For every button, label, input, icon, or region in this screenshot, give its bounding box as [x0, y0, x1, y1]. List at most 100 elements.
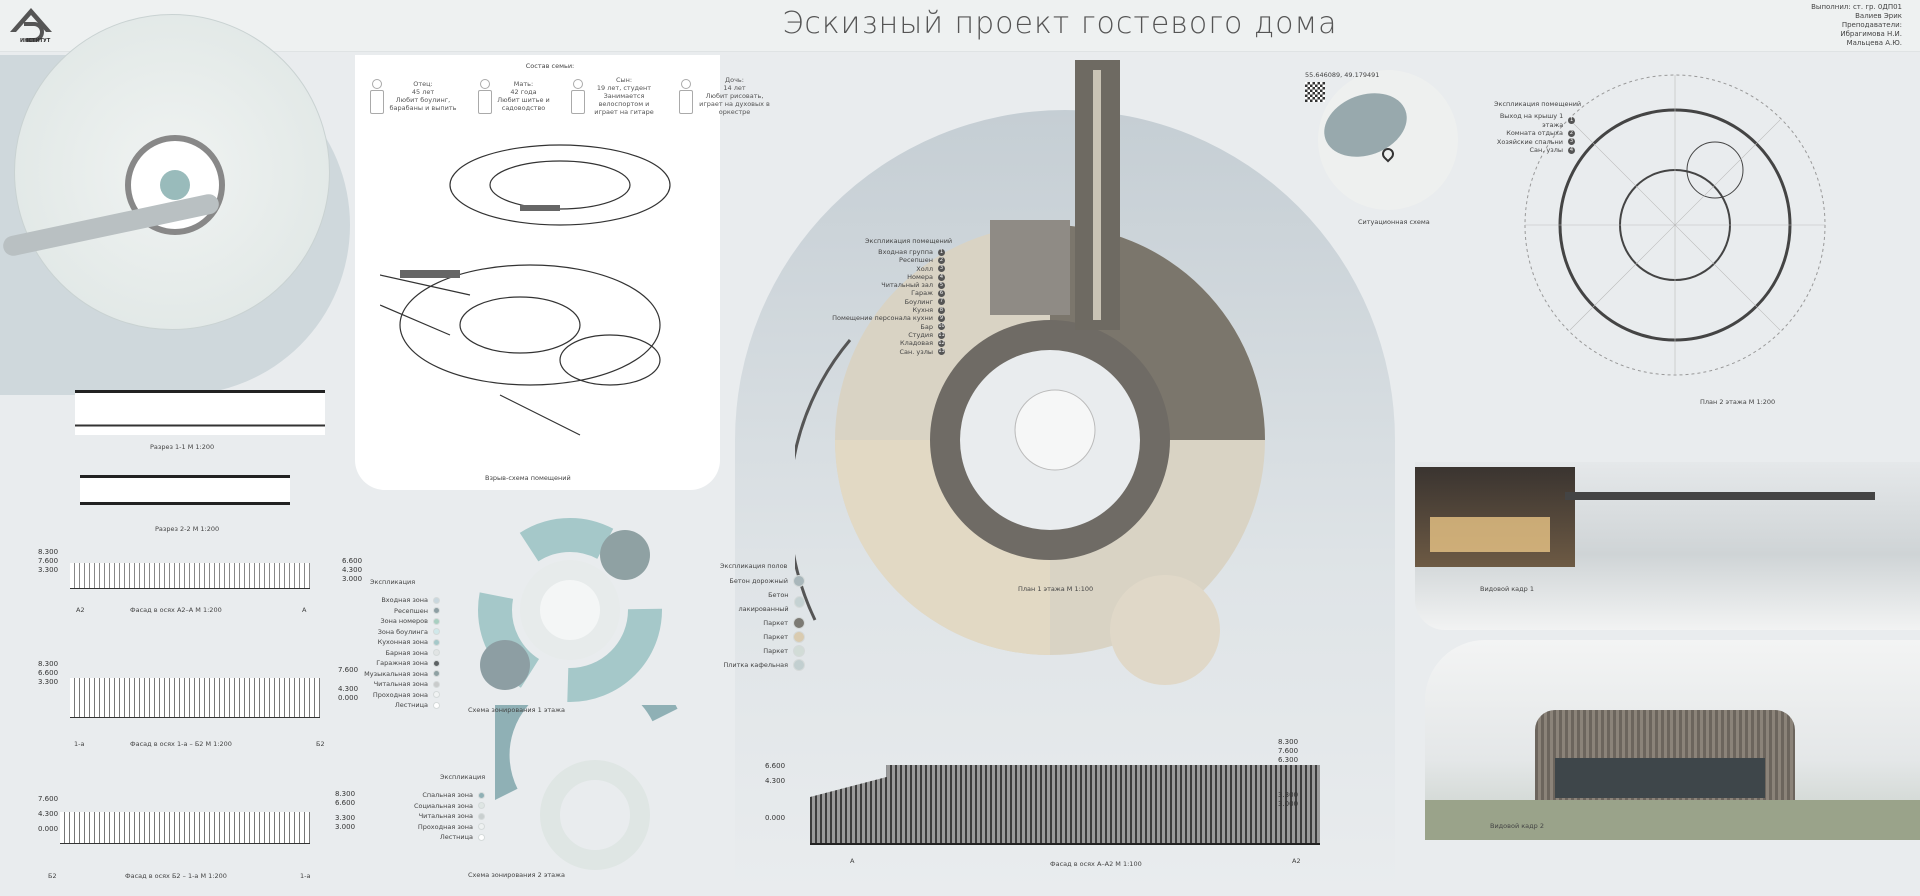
legend-label: Читальный зал — [881, 281, 933, 290]
axis-label: 1-а — [74, 740, 85, 748]
legend-label: Сан. узлы — [1529, 146, 1564, 154]
level-mark: 8.300 — [38, 660, 59, 668]
legend-label: Бетон дорожный — [729, 577, 788, 585]
render2-caption: Видовой кадр 2 — [1490, 822, 1544, 830]
member-role: Мать: — [513, 80, 534, 88]
member-age: 19 лет, студент — [596, 84, 652, 92]
room-number-badge: 1 — [938, 248, 945, 256]
level-mark: 7.600 — [38, 795, 59, 803]
facade2-caption: Фасад в осях 1-а – Б2 М 1:200 — [130, 740, 232, 748]
color-swatch — [793, 631, 805, 643]
member-desc: Занимается велоспортом и играет на гитар… — [594, 92, 654, 116]
legend-title: Экспликация — [370, 578, 416, 586]
color-swatch — [478, 812, 485, 820]
legend-label: Паркет — [763, 619, 788, 627]
color-swatch — [433, 617, 440, 625]
legend-label: Плитка кафельная — [723, 661, 788, 669]
level-mark: 4.300 — [342, 566, 363, 574]
legend-label: Кухня — [912, 306, 933, 315]
legend-label: Кухонная зона — [377, 638, 428, 646]
axis-label: А2 — [76, 606, 85, 614]
legend-item: Гаражная зона — [340, 658, 440, 669]
legend-item: Бетон дорожный — [720, 574, 805, 588]
legend-label: Проходная зона — [372, 690, 428, 699]
institute-logo — [10, 8, 52, 42]
facade3-caption: Фасад в осях Б2 – 1-а М 1:200 — [125, 872, 227, 880]
color-swatch — [478, 833, 485, 841]
author-line: Выполнил: ст. гр. 0ДП01 — [1811, 3, 1902, 11]
author-line: Валиев Эрик — [1855, 12, 1902, 20]
person-icon — [571, 79, 585, 114]
legend-item: Номера 4 — [830, 273, 945, 281]
author-line: Мальцева А.Ю. — [1846, 39, 1902, 47]
level-mark: 3.000 — [1278, 800, 1299, 808]
room-number-badge: 4 — [938, 273, 945, 281]
legend-label: Номера — [907, 272, 933, 281]
room-number-badge: 1 — [1568, 117, 1575, 124]
level-mark: 8.300 — [1278, 738, 1299, 746]
main-facade-drawing — [810, 765, 1320, 845]
color-swatch — [433, 701, 440, 709]
legend-label: Бетон лакированный — [738, 591, 789, 613]
legend-item: Ресепшен — [340, 606, 440, 617]
level-mark: 4.300 — [38, 810, 59, 818]
legend-label: Помещение персонала кухни — [832, 314, 933, 323]
level-mark: 0.000 — [338, 694, 359, 702]
legend-label: Входная зона — [381, 596, 428, 604]
room-number-badge: 9 — [938, 315, 945, 323]
authors-block: Выполнил: ст. гр. 0ДП01 Валиев Эрик Преп… — [1811, 3, 1902, 48]
color-swatch — [433, 659, 440, 667]
axis-label: А — [850, 857, 855, 865]
level-mark: 4.300 — [765, 777, 786, 785]
logo-text: ИНСТИТУТ — [20, 38, 51, 44]
author-line: Ибрагимова Н.И. — [1840, 30, 1902, 38]
color-swatch — [433, 596, 440, 604]
person-icon — [370, 79, 384, 114]
color-swatch — [793, 596, 805, 608]
facade-1a-b2-drawing — [70, 678, 320, 718]
zoning1-diagram — [478, 518, 662, 702]
main-facade-caption: Фасад в осях А–А2 М 1:100 — [1050, 860, 1142, 868]
render1-caption: Видовой кадр 1 — [1480, 585, 1534, 593]
color-swatch — [433, 649, 440, 657]
level-mark: 4.300 — [338, 685, 359, 693]
situation-map — [1318, 70, 1458, 210]
room-number-badge: 2 — [938, 256, 945, 264]
site-plan — [1, 14, 330, 330]
member-age: 45 лет — [411, 88, 435, 96]
legend-label: Зона боулинга — [377, 627, 428, 636]
legend-label: Сан. узлы — [899, 347, 934, 356]
level-mark: 7.600 — [38, 557, 59, 565]
legend-item: Кухня 8 — [830, 306, 945, 314]
level-mark: 6.600 — [335, 799, 356, 807]
level-mark: 3.300 — [1278, 791, 1299, 799]
axis-label: Б2 — [48, 872, 57, 880]
section-2-2-caption: Разрез 2-2 М 1:200 — [155, 525, 220, 533]
legend-label: Паркет — [763, 633, 788, 641]
room-number-badge: 8 — [938, 306, 945, 314]
legend-item: Проходная зона — [385, 822, 485, 833]
section-1-1-caption: Разрез 1-1 М 1:200 — [150, 443, 215, 451]
color-swatch — [433, 670, 440, 678]
legend-title: Экспликация полов — [720, 562, 788, 570]
legend-label: Комната отдыха — [1506, 129, 1563, 137]
room-number-badge: 5 — [938, 281, 945, 289]
room-number-badge: 10 — [938, 323, 945, 331]
header-bar — [0, 0, 1920, 52]
room-number-badge: 6 — [938, 290, 945, 298]
color-swatch — [478, 823, 485, 831]
color-swatch — [478, 802, 485, 810]
